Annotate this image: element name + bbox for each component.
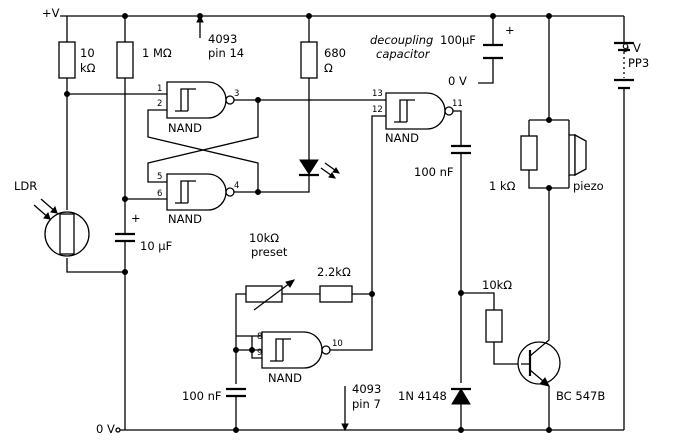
ldr-arrowhead-1 xyxy=(43,211,51,220)
resistor-1meg xyxy=(116,41,134,79)
gate4-schmitt-symbol xyxy=(270,338,291,362)
battery-type: PP3 xyxy=(628,56,649,70)
ldr-label: LDR xyxy=(14,179,37,193)
led-column-wire xyxy=(258,16,310,193)
capacitor-100nf-coupling xyxy=(451,144,471,155)
gate2-bubble xyxy=(225,187,235,197)
gate4-bubble xyxy=(321,345,331,355)
positive-rail-label: +V xyxy=(42,6,60,20)
transistor-leads xyxy=(521,190,550,430)
pin-13: 13 xyxy=(372,89,383,99)
resistor-680-unit: Ω xyxy=(324,61,333,75)
nand-gate-3 xyxy=(385,92,446,130)
pin-8: 8 xyxy=(257,332,262,342)
resistor-10k-ldr xyxy=(58,41,76,79)
pin14-ic-label: 4093 xyxy=(208,32,237,46)
decoupling-wire xyxy=(478,16,494,84)
battery-cell-bottom xyxy=(614,78,634,90)
gate1-schmitt-symbol xyxy=(175,88,196,112)
pin-4: 4 xyxy=(234,181,239,191)
gate2-label: NAND xyxy=(168,212,202,226)
nand-gate-4 xyxy=(261,331,323,369)
transistor-label: BC 547B xyxy=(556,389,605,403)
transistor-emitter-arrow xyxy=(539,377,550,387)
coupling-cap-label: 100 nF xyxy=(414,165,454,179)
pin7-arrowhead xyxy=(341,423,349,432)
diode-1n4148 xyxy=(451,388,471,405)
resistor-1k xyxy=(520,135,538,171)
resistor-2k2-label: 2.2kΩ xyxy=(317,265,351,279)
pin-3: 3 xyxy=(234,89,239,99)
resistor-10k-base xyxy=(485,309,503,343)
piezo-horn xyxy=(574,133,587,177)
capacitor-10uf xyxy=(115,232,135,243)
timing-cap-label: 10 µF xyxy=(140,239,172,253)
nand-gate-2 xyxy=(166,173,227,211)
piezo-buzzer xyxy=(568,134,576,176)
pin-6: 6 xyxy=(157,189,162,199)
ldr-arrowhead-2 xyxy=(50,205,58,214)
nand-gate-1 xyxy=(166,81,227,119)
pin-12: 12 xyxy=(372,105,383,115)
pin-9: 9 xyxy=(257,348,262,358)
resistor-1k-label: 1 kΩ xyxy=(489,179,516,193)
junction-dots xyxy=(64,13,552,433)
preset-value-label: 10kΩ xyxy=(249,231,279,245)
pin14-label: pin 14 xyxy=(208,46,244,60)
osc-cap-label: 100 nF xyxy=(182,389,222,403)
gate3-schmitt-symbol xyxy=(394,99,415,123)
resistor-680 xyxy=(300,41,318,79)
decoupling-label-1: decoupling xyxy=(370,33,433,47)
resistor-1meg-label: 1 MΩ xyxy=(142,46,172,60)
capacitor-100nf-osc xyxy=(226,387,246,398)
zero-volt-terminal xyxy=(115,427,121,433)
preset-arrowhead xyxy=(285,279,296,288)
pin-5: 5 xyxy=(157,172,162,182)
gate3-label: NAND xyxy=(385,131,419,145)
battery-voltage: 9 V xyxy=(622,41,641,55)
pin-1: 1 xyxy=(157,84,162,94)
diode-label: 1N 4148 xyxy=(398,389,447,403)
zero-rail-label: 0 V xyxy=(96,422,115,436)
decoupling-label-2: capacitor xyxy=(376,47,431,61)
decoupling-polarity: + xyxy=(505,23,515,37)
cross-coupling-wire xyxy=(147,99,259,193)
preset-type-label: preset xyxy=(251,245,288,259)
pin-11: 11 xyxy=(452,99,463,109)
gate3-input-wires xyxy=(371,99,386,294)
resistor-10k-ldr-value: 10 xyxy=(80,46,95,60)
decoupling-value: 100µF xyxy=(440,33,476,47)
resistor-10k-preset xyxy=(245,285,283,303)
decoupling-gnd-label: 0 V xyxy=(448,74,467,88)
battery-cell-top xyxy=(614,41,634,52)
resistor-base-label: 10kΩ xyxy=(482,278,512,292)
gate3-out-column-wire xyxy=(453,110,462,430)
preset-adjust-arrow xyxy=(253,279,295,311)
led-arrowhead-1 xyxy=(328,172,336,179)
pin7-ic-label: 4093 xyxy=(352,382,381,396)
resistor-2k2 xyxy=(319,285,353,303)
resistor-10k-ldr-unit: kΩ xyxy=(80,61,96,75)
gate4-label: NAND xyxy=(268,371,302,385)
pin7-label: pin 7 xyxy=(352,397,381,411)
pin-10: 10 xyxy=(332,339,343,349)
gate1-bubble xyxy=(225,95,235,105)
piezo-label: piezo xyxy=(573,179,604,193)
led-arrowhead-2 xyxy=(332,167,340,174)
led-body xyxy=(299,159,319,175)
transistor-bc547b xyxy=(517,341,561,385)
osc-feedback-wire xyxy=(235,293,373,384)
resistor-680-value: 680 xyxy=(324,46,346,60)
gate2-schmitt-symbol xyxy=(175,180,196,204)
ldr-element xyxy=(59,213,75,255)
ldr-column-wire xyxy=(66,16,125,273)
capacitor-100uf-decoupling xyxy=(483,43,503,60)
gate1-label: NAND xyxy=(168,121,202,135)
pin-2: 2 xyxy=(157,99,162,109)
base-resistor-wire xyxy=(461,292,521,365)
timing-cap-polarity: + xyxy=(131,211,141,225)
